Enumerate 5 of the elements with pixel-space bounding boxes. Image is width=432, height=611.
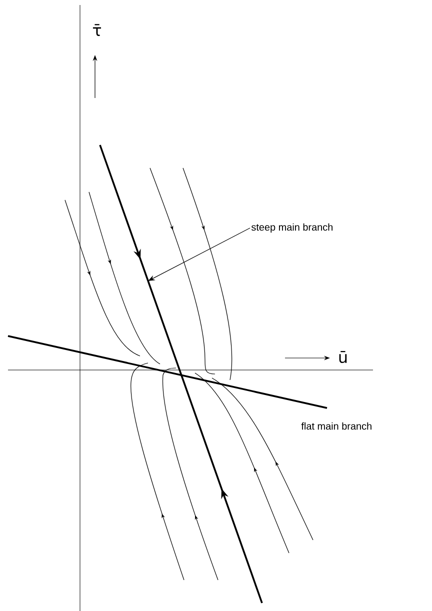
- leader-line: [148, 228, 250, 281]
- callout-text: steep main branch: [251, 223, 332, 233]
- flat-branch-line: [8, 335, 328, 409]
- axis-label: τ̄: [92, 24, 102, 36]
- branch-label: flat main branch: [301, 422, 372, 430]
